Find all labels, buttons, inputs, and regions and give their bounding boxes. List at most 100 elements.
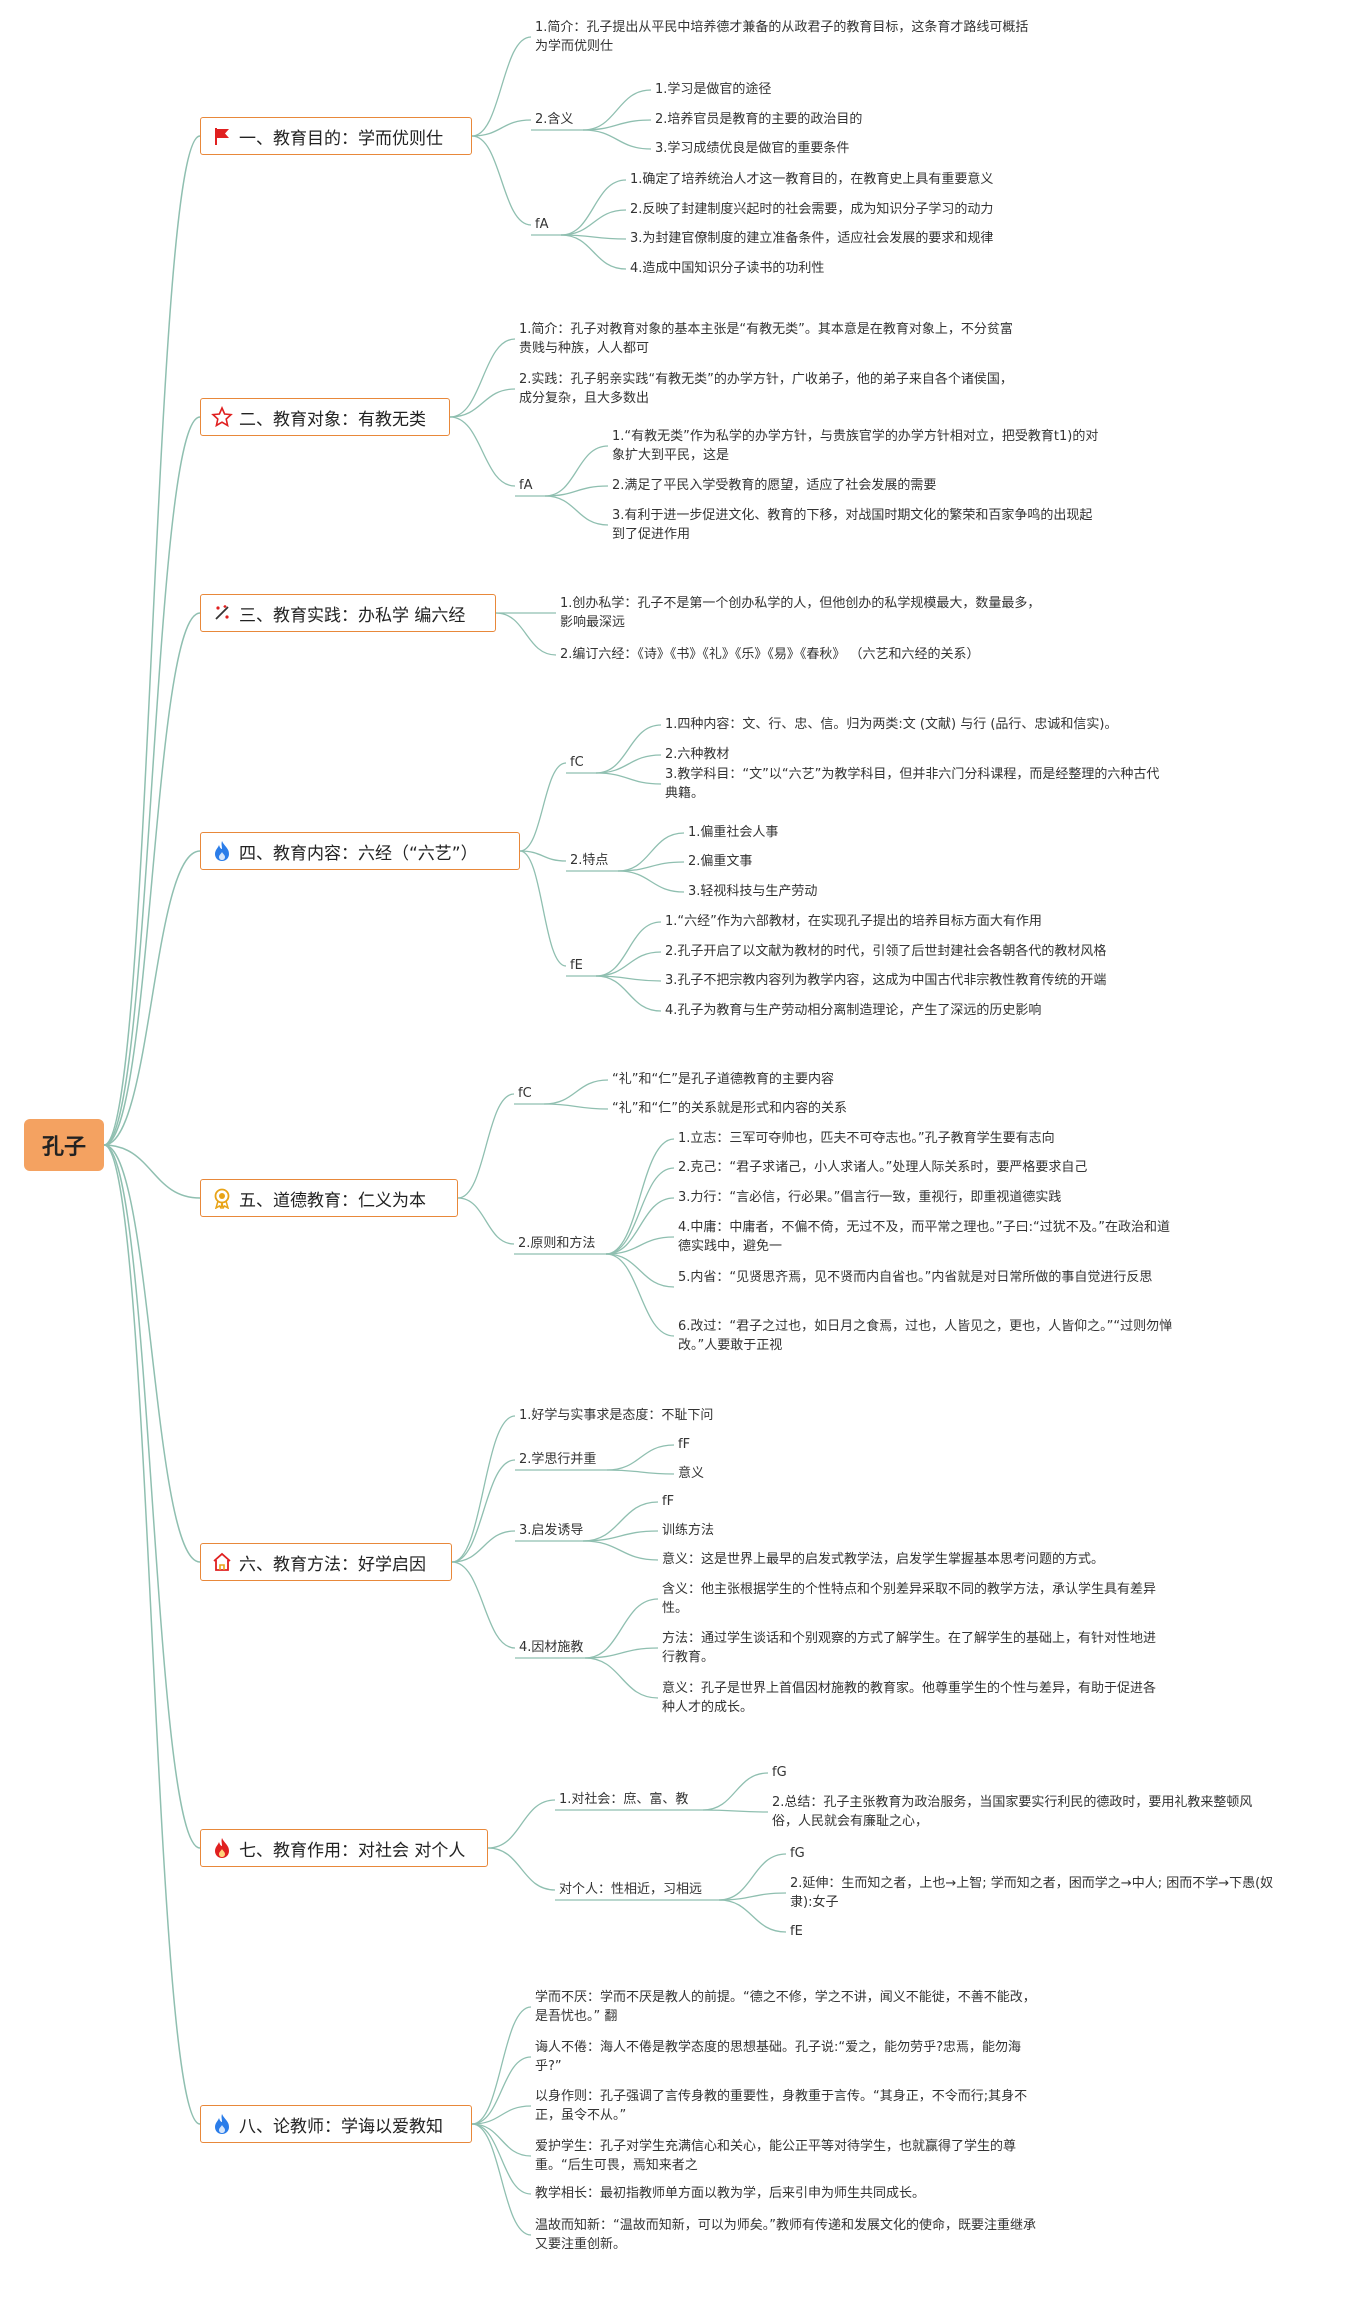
connector-line [519, 850, 567, 967]
subtopic-node[interactable]: 4.中庸：中庸者，不偏不倚，无过不及，而平常之理也。”子曰:“过犹不及。”在政治… [678, 1220, 1170, 1254]
subtopic-node[interactable]: 2.六种教材 [665, 747, 730, 762]
branch-node-4[interactable]: 四、教育内容：六经（“六艺”） [200, 832, 520, 870]
topic-node[interactable]: 2.学思行并重 [519, 1452, 597, 1467]
connector-line [595, 921, 662, 977]
branch-node-5[interactable]: 五、道德教育：仁义为本 [200, 1179, 458, 1217]
topic-node[interactable]: 4.因材施教 [519, 1640, 584, 1655]
subtopic-node[interactable]: 2.满足了平民入学受教育的愿望，适应了社会发展的需要 [612, 478, 937, 493]
connector-line [544, 495, 609, 526]
subtopic-node[interactable]: fF [662, 1494, 675, 1509]
connector-line [617, 832, 685, 872]
connector-line [471, 2006, 532, 2125]
connector-line [617, 861, 685, 872]
subtopic-node[interactable]: 6.改过：“君子之过也，如日月之食焉，过也，人皆见之，更也，人皆仰之。”“过则勿… [678, 1319, 1173, 1353]
connector-line [471, 2123, 532, 2157]
subtopic-node[interactable]: fF [678, 1437, 691, 1452]
topic-node[interactable]: 学而不厌：学而不厌是教人的前提。“德之不修，学之不讲，闻义不能徙，不善不能改，是… [535, 1990, 1036, 2024]
subtopic-node[interactable]: 4.造成中国知识分子读书的功利性 [630, 261, 825, 276]
connector-line [582, 89, 652, 131]
topic-node[interactable]: fC [518, 1086, 532, 1101]
subtopic-node[interactable]: “礼”和“仁”的关系就是形式和内容的关系 [612, 1101, 847, 1116]
topic-node[interactable]: 1.简介：孔子对教育对象的基本主张是“有教无类”。其本意是在教育对象上，不分贫富… [519, 322, 1013, 356]
topic-node[interactable]: 以身作则：孔子强调了言传身教的重要性，身教重于言传。“其身正，不令而行;其身不正… [535, 2089, 1028, 2123]
topic-node[interactable]: fE [570, 958, 583, 973]
topic-node[interactable]: fC [570, 755, 584, 770]
subtopic-node[interactable]: 含义：他主张根据学生的个性特点和个别差异采取不同的教学方法，承认学生具有差异性。 [662, 1582, 1157, 1616]
subtopic-node[interactable]: 4.孔子为教育与生产劳动相分离制造理论，产生了深远的历史影响 [665, 1003, 1042, 1018]
subtopic-node[interactable]: 2.反映了封建制度兴起时的社会需要，成为知识分子学习的动力 [630, 202, 994, 217]
connector-line [103, 1144, 201, 1563]
connector-line [451, 1415, 516, 1563]
branch-node-3[interactable]: 三、教育实践：办私学 编六经 [200, 594, 496, 632]
topic-node[interactable]: 1.好学与实事求是态度：不耻下问 [519, 1408, 714, 1423]
topic-node[interactable]: 温故而知新：“温故而知新，可以为师矣。”教师有传递和发展文化的使命，既要注重继承… [535, 2218, 1036, 2252]
topic-node[interactable]: 2.编订六经：《诗》《书》《礼》《乐》《易》《春秋》 （六艺和六经的关系） [560, 647, 980, 662]
subtopic-node[interactable]: fG [772, 1765, 787, 1780]
connector-line [471, 135, 532, 226]
subtopic-node[interactable]: 3.为封建官僚制度的建立准备条件，适应社会发展的要求和规律 [630, 231, 994, 246]
connector-line [457, 1093, 515, 1199]
subtopic-node[interactable]: 2.延伸：生而知之者，上也→上智; 学而知之者，困而学之→中人; 困而不学→下愚… [790, 1876, 1274, 1910]
topic-node[interactable]: fA [519, 478, 533, 493]
medal-icon [211, 1187, 233, 1209]
connector-line [471, 2056, 532, 2125]
topic-node[interactable]: 2.含义 [535, 112, 574, 127]
subtopic-node[interactable]: “礼”和“仁”是孔子道德教育的主要内容 [612, 1072, 834, 1087]
connector-line [595, 951, 662, 977]
topic-node[interactable]: 教学相长：最初指教师单方面以教为学，后来引申为师生共同成长。 [535, 2186, 926, 2201]
subtopic-node[interactable]: 3.力行：“言必信，行必果。”倡言行一致，重视行，即重视道德实践 [678, 1190, 1062, 1205]
subtopic-node[interactable]: 1.立志：三军可夺帅也，匹夫不可夺志也。”孔子教育学生要有志向 [678, 1131, 1055, 1146]
topic-node[interactable]: 2.特点 [570, 853, 609, 868]
connector-line [584, 1598, 659, 1659]
topic-node[interactable]: 1.简介：孔子提出从平民中培养德才兼备的从政君子的教育目标，这条育才路线可概括为… [535, 20, 1029, 54]
connector-line [487, 1799, 556, 1849]
branch-node-7[interactable]: 七、教育作用：对社会 对个人 [200, 1829, 488, 1867]
subtopic-node[interactable]: 意义：这是世界上最早的启发式教学法，启发学生掌握基本思考问题的方式。 [662, 1552, 1105, 1567]
topic-node[interactable]: 1.对社会：庶、富、教 [559, 1792, 689, 1807]
topic-node[interactable]: 1.创办私学：孔子不是第一个创办私学的人，但他创办的私学规模最大，数量最多，影响… [560, 596, 1041, 630]
connector-line [605, 1253, 675, 1288]
subtopic-node[interactable]: 1.“六经”作为六部教材，在实现孔子提出的培养目标方面大有作用 [665, 914, 1042, 929]
subtopic-node[interactable]: 3.轻视科技与生产劳动 [688, 884, 818, 899]
subtopic-node[interactable]: 3.教学科目：“文”以“六艺”为教学科目，但并非六门分科课程，而是经整理的六种古… [665, 767, 1160, 801]
connector-line [560, 234, 627, 270]
subtopic-node[interactable]: 1.学习是做官的途径 [655, 82, 772, 97]
subtopic-node[interactable]: 2.偏重文事 [688, 854, 753, 869]
subtopic-node[interactable]: 方法：通过学生谈话和个别观察的方式了解学生。在了解学生的基础上，有针对性地进行教… [662, 1631, 1157, 1665]
subtopic-node[interactable]: 1.偏重社会人事 [688, 825, 779, 840]
topic-node[interactable]: 2.原则和方法 [518, 1236, 596, 1251]
connector-line [471, 119, 532, 137]
topic-node[interactable]: 对个人：性相近，习相远 [559, 1882, 703, 1897]
topic-node[interactable]: 2.实践：孔子躬亲实践“有教无类”的办学方针，广收弟子，他的弟子来自各个诸侯国，… [519, 372, 1013, 406]
subtopic-node[interactable]: 3.有利于进一步促进文化、教育的下移，对战国时期文化的繁荣和百家争鸣的出现起到了… [612, 508, 1093, 542]
subtopic-node[interactable]: 2.总结：孔子主张教育为政治服务，当国家要实行利民的德政时，要用礼教来整顿风俗，… [772, 1795, 1253, 1829]
subtopic-node[interactable]: 2.孔子开启了以文献为教材的时代，引领了后世封建社会各朝各代的教材风格 [665, 944, 1107, 959]
subtopic-node[interactable]: 5.内省：“见贤思齐焉，见不贤而内自省也。”内省就是对日常所做的事自觉进行反思 [678, 1270, 1153, 1285]
connector-line [560, 179, 627, 236]
subtopic-node[interactable]: 意义 [678, 1466, 705, 1481]
connector-line [605, 1236, 675, 1255]
branch-node-1[interactable]: 一、教育目的：学而优则仕 [200, 117, 472, 155]
connector-line [544, 445, 609, 497]
branch-node-2[interactable]: 二、教育对象：有教无类 [200, 398, 450, 436]
subtopic-node[interactable]: 3.孔子不把宗教内容列为教学内容，这成为中国古代非宗教性教育传统的开端 [665, 973, 1107, 988]
subtopic-node[interactable]: 3.学习成绩优良是做官的重要条件 [655, 141, 850, 156]
subtopic-node[interactable]: 1.四种内容：文、行、忠、信。归为两类:文 (文献) 与行 (品行、忠诚和信实)… [665, 717, 1118, 732]
subtopic-node[interactable]: fG [790, 1846, 805, 1861]
topic-node[interactable]: 爱护学生：孔子对学生充满信心和关心，能公正平等对待学生，也就赢得了学生的尊重。“… [535, 2139, 1017, 2173]
subtopic-node[interactable]: 意义：孔子是世界上首倡因材施教的教育家。他尊重学生的个性与差异，有助于促进各种人… [662, 1681, 1157, 1715]
connector-line [449, 388, 516, 418]
subtopic-node[interactable]: 训练方法 [662, 1523, 715, 1538]
branch-node-8[interactable]: 八、论教师：学诲以爱教知 [200, 2105, 472, 2143]
topic-node[interactable]: 3.启发诱导 [519, 1523, 584, 1538]
root-node[interactable]: 孔子 [24, 1119, 104, 1171]
subtopic-node[interactable]: fE [790, 1924, 803, 1939]
subtopic-node[interactable]: 1.确定了培养统治人才这一教育目的，在教育史上具有重要意义 [630, 172, 994, 187]
topic-node[interactable]: 诲人不倦：海人不倦是教学态度的思想基础。孔子说:“爱之，能勿劳乎?忠焉，能勿海乎… [535, 2040, 1022, 2074]
topic-node[interactable]: fA [535, 217, 549, 232]
subtopic-node[interactable]: 2.培养官员是教育的主要的政治目的 [655, 112, 863, 127]
subtopic-node[interactable]: 2.克己：“君子求诸己，小人求诸人。”处理人际关系时，要严格要求自己 [678, 1160, 1088, 1175]
branch-node-6[interactable]: 六、教育方法：好学启因 [200, 1543, 452, 1581]
subtopic-node[interactable]: 1.“有教无类”作为私学的办学方针，与贵族官学的办学方针相对立，把受教育t1)的… [612, 429, 1099, 463]
